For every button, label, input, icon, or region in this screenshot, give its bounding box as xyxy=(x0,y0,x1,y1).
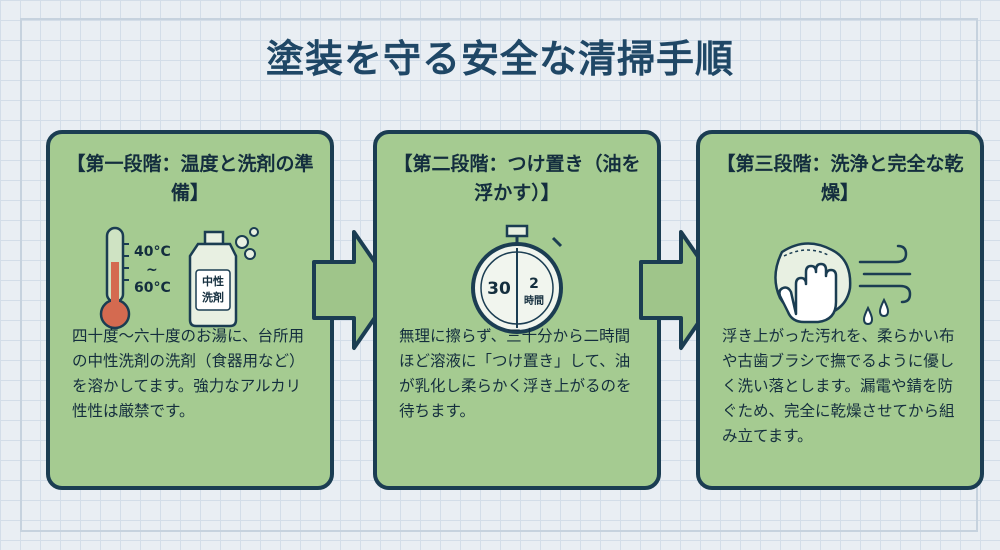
step-2-illustration: 30 2 時間 xyxy=(471,224,563,334)
temp-tilde-label: ~ xyxy=(146,262,158,278)
step-card-3: 【第三段階：洗浄と完全な乾燥】 浮き上がった汚れを、柔らかい布や古歯ブラシで撫で… xyxy=(696,130,984,490)
step-1-illustration: 40°C ~ 60°C 中性 洗剤 xyxy=(99,226,259,330)
temp-low-label: 60°C xyxy=(134,280,171,296)
step-2-body: 無理に擦らず、三十分から二時間ほど溶液に「つけ置き」して、油が乳化し柔らかく浮き… xyxy=(399,327,632,420)
stopwatch-icon: 30 2 時間 xyxy=(471,224,563,334)
wind-icon xyxy=(858,244,912,304)
detergent-bottle-icon: 中性 洗剤 xyxy=(188,230,238,328)
thermometer-icon xyxy=(99,226,131,330)
step-card-2: 【第二段階：つけ置き（油を浮かす）】 30 2 時間 無理に擦らず、三十分から二… xyxy=(373,130,661,490)
bottle-label-1: 中性 xyxy=(202,274,224,288)
timer-left-label: 30 xyxy=(487,279,511,299)
step-card-1: 【第一段階：温度と洗剤の準備】 40°C ~ 60°C 中性 洗剤 四十度 xyxy=(46,130,334,490)
page-title: 塗装を守る安全な清掃手順 xyxy=(265,37,734,81)
temp-high-label: 40°C xyxy=(134,244,171,260)
step-1-body: 四十度～六十度のお湯に、台所用の中性洗剤の洗剤（食器用など）を溶かしてます。強力… xyxy=(72,327,305,420)
bottle-label-2: 洗剤 xyxy=(202,290,224,304)
step-3-body: 浮き上がった汚れを、柔らかい布や古歯ブラシで撫でるように優しく洗い落とします。漏… xyxy=(722,327,955,445)
step-2-title: 【第二段階：つけ置き（油を浮かす）】 xyxy=(393,153,641,204)
step-1-title: 【第一段階：温度と洗剤の準備】 xyxy=(66,153,314,204)
step-3-illustration xyxy=(774,242,912,326)
timer-right-number: 2 xyxy=(529,276,539,292)
water-drops-icon xyxy=(862,297,890,326)
step-3-title: 【第三段階：洗浄と完全な乾燥】 xyxy=(716,153,964,204)
timer-right-unit: 時間 xyxy=(524,294,544,307)
hand-cloth-icon xyxy=(774,242,852,324)
bubbles-icon xyxy=(235,227,259,260)
